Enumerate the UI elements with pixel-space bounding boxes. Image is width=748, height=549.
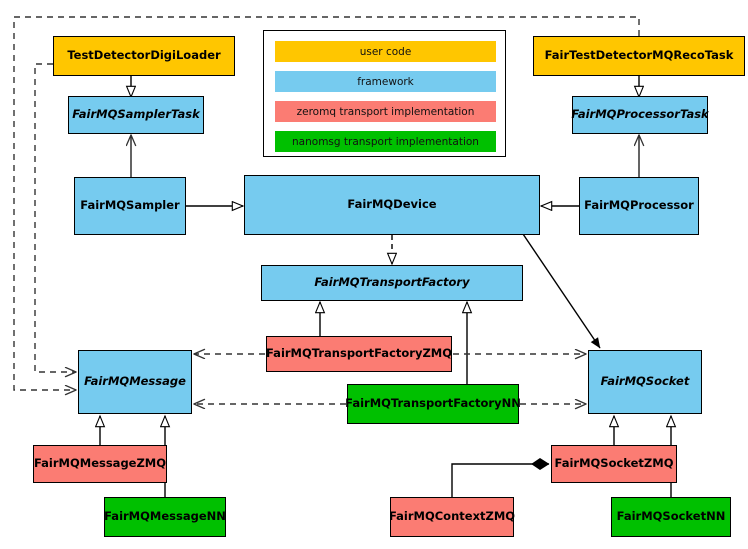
legend-item-zeromq: zeromq transport implementation bbox=[275, 101, 496, 122]
class-box-fairmq-transport-factory[interactable]: FairMQTransportFactory bbox=[261, 265, 523, 301]
legend-panel: user code framework zeromq transport imp… bbox=[263, 30, 506, 157]
class-box-fairmq-sampler-task[interactable]: FairMQSamplerTask bbox=[68, 96, 204, 134]
class-box-fairmq-processor[interactable]: FairMQProcessor bbox=[579, 177, 699, 235]
class-box-fairmq-socket-nn[interactable]: FairMQSocketNN bbox=[611, 497, 731, 537]
edge-socketzmq-composes-contextzmq bbox=[451, 458, 550, 497]
class-box-test-detector-digi-loader[interactable]: TestDetectorDigiLoader bbox=[53, 36, 235, 76]
class-box-fairmq-processor-task[interactable]: FairMQProcessorTask bbox=[571, 96, 709, 134]
edge-recotask-uses-message bbox=[13, 16, 640, 390]
class-box-fairmq-sampler[interactable]: FairMQSampler bbox=[74, 177, 186, 235]
class-box-fairmq-transport-factory-zmq[interactable]: FairMQTransportFactoryZMQ bbox=[266, 336, 452, 372]
class-box-fairmq-socket[interactable]: FairMQSocket bbox=[588, 350, 702, 414]
edge-digiloader-uses-message bbox=[34, 63, 76, 372]
legend-item-user-code: user code bbox=[275, 41, 496, 62]
edge-device-uses-socket bbox=[522, 233, 601, 349]
class-box-fairmq-message-nn[interactable]: FairMQMessageNN bbox=[104, 497, 226, 537]
class-box-fairmq-device[interactable]: FairMQDevice bbox=[244, 175, 540, 235]
legend-item-nanomsg: nanomsg transport implementation bbox=[275, 131, 496, 152]
class-box-fairmq-transport-factory-nn[interactable]: FairMQTransportFactoryNN bbox=[345, 384, 521, 424]
class-box-fairmq-socket-zmq[interactable]: FairMQSocketZMQ bbox=[551, 445, 677, 483]
class-box-fairmq-message-zmq[interactable]: FairMQMessageZMQ bbox=[33, 445, 167, 483]
class-box-fairmq-message[interactable]: FairMQMessage bbox=[78, 350, 192, 414]
class-box-fairmq-context-zmq[interactable]: FairMQContextZMQ bbox=[389, 497, 515, 537]
legend-item-framework: framework bbox=[275, 71, 496, 92]
class-box-fairtestdetector-mqrecotask[interactable]: FairTestDetectorMQRecoTask bbox=[533, 36, 745, 76]
